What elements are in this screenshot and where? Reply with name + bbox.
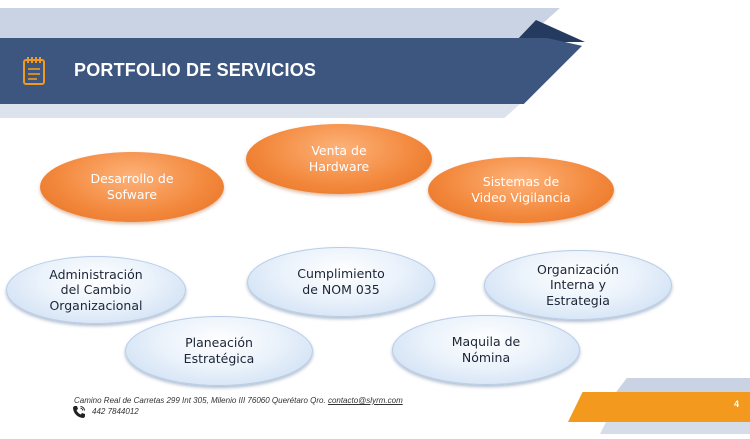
- page-title: PORTFOLIO DE SERVICIOS: [74, 60, 317, 80]
- footer-band-light-bottom: [600, 422, 750, 434]
- header-band-light: [0, 8, 560, 38]
- service-nom-035-compliance[interactable]: Cumplimiento de NOM 035: [247, 247, 435, 317]
- service-video-surveillance[interactable]: Sistemas de Video Vigilancia: [428, 157, 614, 223]
- service-software-development[interactable]: Desarrollo de Sofware: [40, 152, 224, 222]
- header-band-shadow: [0, 104, 520, 118]
- service-payroll-outsourcing[interactable]: Maquila de Nómina: [392, 315, 580, 385]
- notepad-icon: [23, 57, 45, 85]
- service-hardware-sales[interactable]: Venta de Hardware: [246, 124, 432, 194]
- service-strategic-planning[interactable]: Planeación Estratégica: [125, 316, 313, 386]
- page-number: 4: [734, 399, 740, 409]
- footer-address: Camino Real de Carretas 299 Int 305, Mil…: [74, 396, 403, 405]
- service-internal-organization[interactable]: Organización Interna y Estrategia: [484, 250, 672, 320]
- header-band: [0, 38, 582, 104]
- service-change-management[interactable]: Administración del Cambio Organizacional: [6, 256, 186, 324]
- footer-address-text: Camino Real de Carretas 299 Int 305, Mil…: [74, 396, 326, 405]
- footer-phone: 442 7844012: [92, 407, 139, 416]
- phone-icon: [73, 406, 85, 418]
- footer-email-link[interactable]: contacto@slyrm.com: [327, 396, 403, 405]
- footer-band-orange: [568, 392, 750, 422]
